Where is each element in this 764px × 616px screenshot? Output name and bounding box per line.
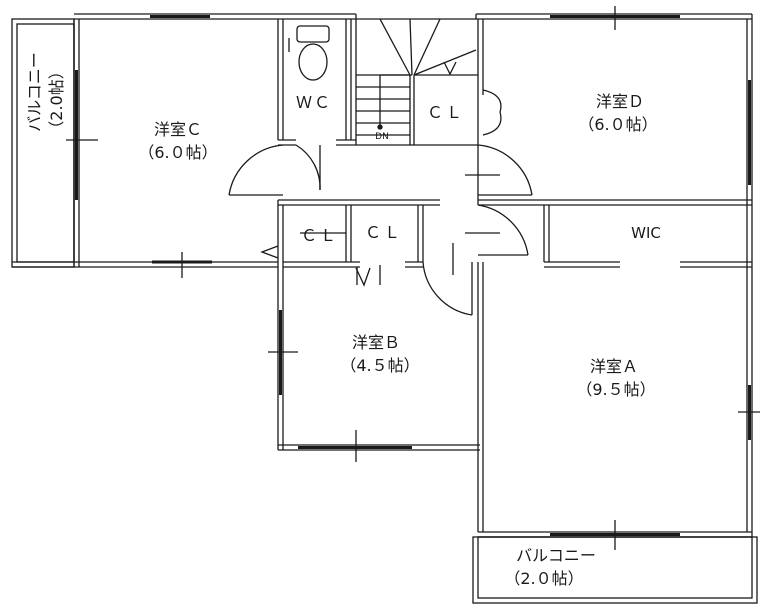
balcony-west-name: バルコニー xyxy=(25,52,44,132)
closet-middle-label: ＣＬ xyxy=(365,223,403,242)
room-a-size: （9.５帖） xyxy=(576,380,655,399)
balcony-west-size: （2.0帖） xyxy=(47,63,66,136)
walls xyxy=(11,6,760,604)
wic-label: WIC xyxy=(631,224,661,242)
wc-label: ＷＣ xyxy=(296,93,332,112)
closet-west-label: ＣＬ xyxy=(301,226,339,245)
room-d-name: 洋室Ｄ xyxy=(596,92,644,111)
room-b-name: 洋室Ｂ xyxy=(352,333,400,352)
balcony-south-size: （2.０帖） xyxy=(504,569,583,588)
room-a-name: 洋室Ａ xyxy=(590,357,638,376)
balcony-south-name: バルコニー xyxy=(516,546,596,565)
room-c-size: （6.０帖） xyxy=(138,143,217,162)
room-c-name: 洋室Ｃ xyxy=(154,120,202,139)
room-b-size: （4.５帖） xyxy=(340,356,419,375)
room-d-size: （6.０帖） xyxy=(578,115,657,134)
stairs-dn-label: DN xyxy=(375,132,389,142)
closet-upper-label: ＣＬ xyxy=(427,103,465,122)
